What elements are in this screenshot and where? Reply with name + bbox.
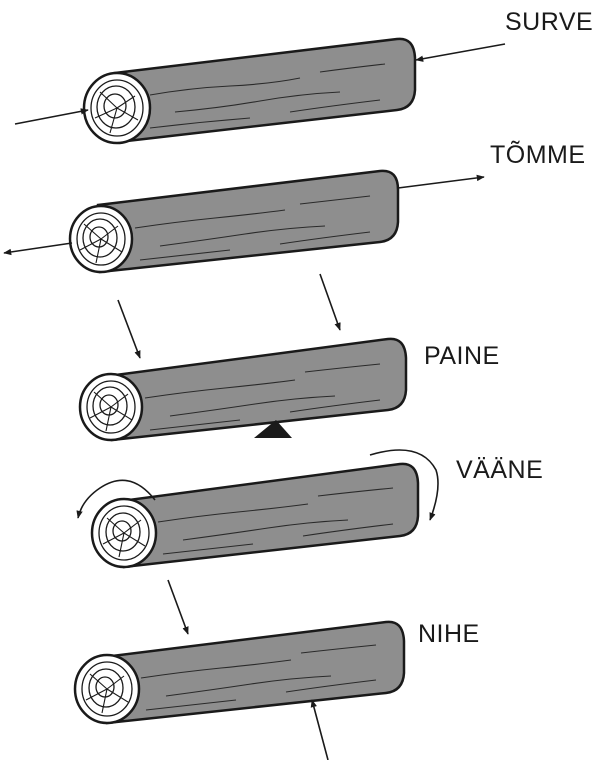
support-triangle [254,420,292,438]
log-grain [134,195,371,261]
log-body [102,620,406,725]
torsion-arrow-left [76,479,156,519]
log-body [113,37,417,144]
bending-arrow-left [117,299,141,359]
log-grain [149,63,386,129]
torsion-arrow-right [369,449,439,521]
log-torsion [76,449,439,569]
label-tomme: TÕMME [490,141,586,169]
log-body [119,462,420,569]
log-grain [140,644,377,711]
log-end-face [82,71,152,145]
log-end-face [73,653,141,725]
log-bending [78,273,408,442]
tension-arrow-right [397,174,485,189]
log-body [106,337,408,442]
log-grain [144,363,381,431]
log-grain [157,487,394,555]
label-surve: SURVE [505,8,594,36]
log-shear [73,579,406,761]
label-vaane: VÄÄNE [456,456,544,484]
log-body [96,169,400,274]
compression-arrow-right [415,43,506,62]
shear-arrow-top [167,579,189,635]
log-compression [14,37,506,145]
tension-arrow-left [3,242,73,256]
shear-arrow-bottom [310,699,329,761]
compression-arrow-left [14,108,89,125]
log-end-face [78,372,144,442]
bending-arrow-right [319,273,341,331]
label-nihe: NIHE [418,620,480,648]
log-end-face [68,204,134,274]
log-tension [3,169,485,274]
log-end-face [90,497,158,569]
label-paine: PAINE [424,342,500,370]
